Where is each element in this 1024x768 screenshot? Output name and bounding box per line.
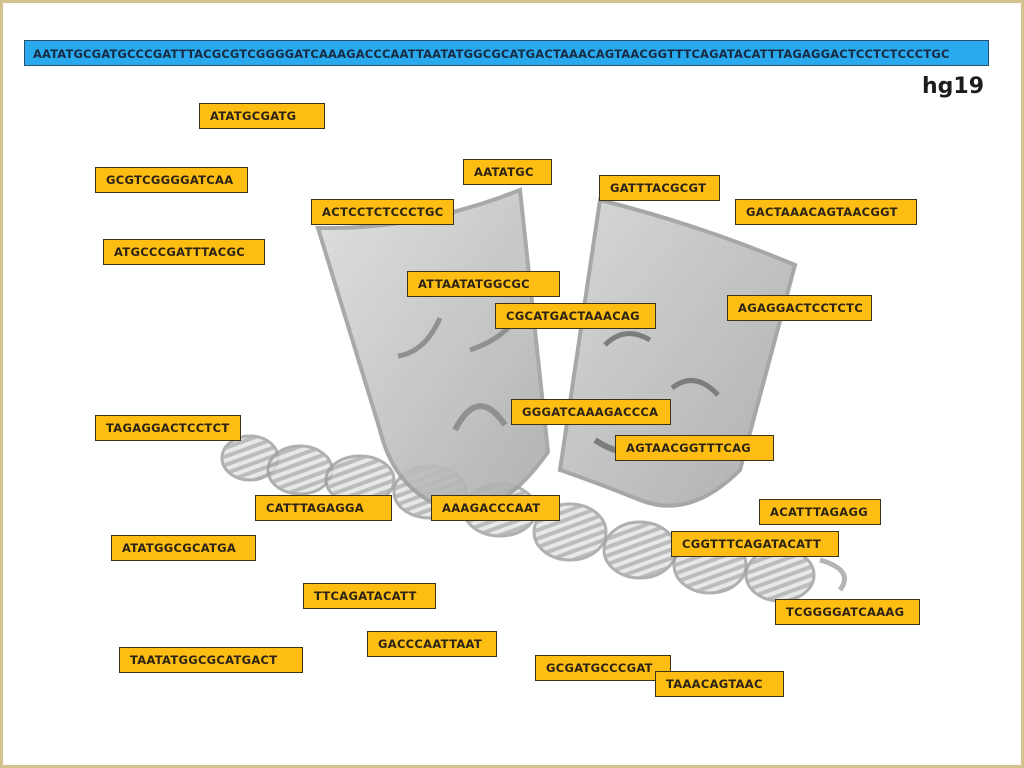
read-box: TAGAGGACTCCTCT <box>95 415 241 441</box>
read-box: CGCATGACTAAACAG <box>495 303 656 329</box>
read-box: ACATTTAGAGG <box>759 499 881 525</box>
read-box: ATGCCCGATTTACGC <box>103 239 265 265</box>
read-box: GACCCAATTAAT <box>367 631 497 657</box>
happy-mask-shape <box>557 197 798 508</box>
read-box: AATATGC <box>463 159 552 185</box>
read-box: AGAGGACTCCTCTC <box>727 295 872 321</box>
read-box: AGTAACGGTTTCAG <box>615 435 774 461</box>
read-box: ATATGGCGCATGA <box>111 535 256 561</box>
read-box: GATTTACGCGT <box>599 175 720 201</box>
read-box: TTCAGATACATT <box>303 583 436 609</box>
read-box: GCGATGCCCGAT <box>535 655 671 681</box>
genome-label: hg19 <box>922 74 985 99</box>
read-box: GCGTCGGGGATCAA <box>95 167 248 193</box>
read-box: ATTAATATGGCGC <box>407 271 560 297</box>
read-box: ATATGCGATG <box>199 103 325 129</box>
read-box: TAATATGGCGCATGACT <box>119 647 303 673</box>
read-box: GACTAAACAGTAACGGT <box>735 199 917 225</box>
read-box: AAAGACCCAAT <box>431 495 560 521</box>
reference-sequence-bar: AATATGCGATGCCCGATTTACGCGTCGGGGATCAAAGACC… <box>24 40 989 66</box>
read-box: TAAACAGTAAC <box>655 671 784 697</box>
read-box: CATTTAGAGGA <box>255 495 392 521</box>
read-box: TCGGGGATCAAAG <box>775 599 920 625</box>
read-box: CGGTTTCAGATACATT <box>671 531 839 557</box>
read-box: ACTCCTCTCCCTGC <box>311 199 454 225</box>
read-box: GGGATCAAAGACCCA <box>511 399 671 425</box>
